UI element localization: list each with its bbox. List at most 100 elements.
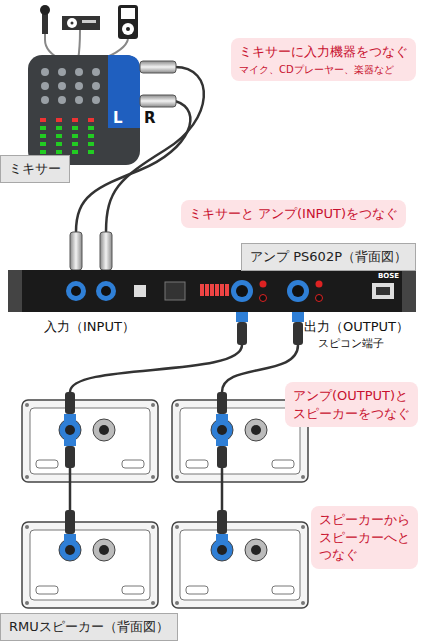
illustration-part (301, 475, 305, 479)
illustration-part (88, 134, 94, 138)
illustration-part (25, 525, 29, 529)
illustration-part (71, 22, 74, 25)
illustration-part (231, 280, 253, 302)
illustration-part (25, 403, 29, 407)
illustration-part (260, 295, 267, 302)
illustration-part (88, 150, 94, 154)
illustration-part (30, 530, 150, 600)
illustration-part (8, 270, 416, 312)
illustration-part (82, 20, 96, 23)
illustration-part (236, 312, 248, 322)
illustration-part (292, 312, 304, 322)
illustration-part (40, 118, 46, 122)
caption-box: アンプ PS602P（背面図） (241, 243, 416, 271)
illustration-part (70, 345, 242, 392)
illustration-part (72, 118, 78, 122)
illustration-part (245, 539, 267, 561)
illustration-part (58, 68, 66, 76)
illustration-part (151, 475, 155, 479)
illustration-part (210, 284, 214, 296)
illustration-part (99, 545, 109, 555)
illustration-part (41, 68, 100, 104)
callout-subtext: マイク、CDプレーヤー、楽器など (239, 63, 408, 77)
illustration-part (92, 68, 100, 76)
illustration-part (40, 142, 46, 146)
illustration-part (99, 425, 109, 435)
illustration-part (108, 55, 140, 128)
illustration-part (402, 270, 416, 312)
illustration-part (200, 284, 229, 296)
illustration-part (92, 82, 100, 90)
illustration-part (72, 134, 78, 138)
illustration-part (122, 23, 134, 35)
illustration-part (75, 82, 83, 90)
illustration-part (216, 414, 228, 422)
illustration-part (186, 586, 208, 594)
callout-box: スピーカーから スピーカーへと つなぐ (311, 506, 418, 569)
amplifier-rear (8, 270, 416, 312)
illustration-part (42, 12, 48, 34)
callout-box: ミキサーに入力機器をつなぐマイク、CDプレーヤー、楽器など (231, 38, 416, 81)
illustration-part (30, 408, 150, 474)
illustration-part (216, 438, 228, 446)
illustration-part (93, 539, 115, 561)
illustration-part (36, 586, 58, 594)
illustration-part (292, 285, 304, 297)
illustration-part (88, 126, 94, 130)
illustration-part (180, 408, 300, 474)
illustration-part (180, 530, 300, 600)
illustration-part (75, 96, 83, 104)
illustration-part (25, 475, 29, 479)
illustration-part (72, 142, 78, 146)
illustration-part (122, 460, 144, 468)
illustration-part (8, 270, 22, 312)
illustration-part (272, 460, 294, 468)
illustration-part (66, 281, 86, 301)
illustration-part (251, 545, 261, 555)
source-devices (40, 5, 138, 60)
callout-box: アンプ(OUTPUT)と スピーカーをつなぐ (285, 382, 418, 427)
illustration-part (237, 322, 247, 345)
illustration-part (245, 419, 267, 441)
rmu-speakers (22, 392, 308, 608)
illustration-part (92, 96, 100, 104)
callout-text: アンプ PS602P（背面図） (250, 248, 407, 266)
illustration-part (96, 281, 116, 301)
illustration-part (301, 601, 305, 605)
illustration-part (220, 284, 224, 296)
illustration-part (134, 285, 146, 297)
illustration-part (216, 534, 228, 542)
illustration-part (22, 522, 158, 608)
illustration-part (151, 601, 155, 605)
illustration-part (172, 522, 308, 608)
illustration-part (372, 283, 394, 299)
illustration-part (88, 142, 94, 146)
illustration-part (28, 55, 140, 165)
illustration-part (217, 392, 227, 414)
illustration-part (36, 460, 58, 468)
illustration-part (186, 460, 208, 468)
callout-text: ミキサーに入力機器をつなぐ (239, 43, 408, 61)
illustration-part (101, 286, 111, 296)
illustration-part (40, 150, 46, 154)
illustration-part (287, 280, 309, 302)
part-label: BOSE (378, 272, 399, 280)
illustration-part (72, 126, 78, 130)
illustration-part (65, 545, 75, 555)
illustration-part (316, 281, 323, 288)
illustration-part (72, 150, 78, 154)
illustration-part (40, 126, 46, 130)
illustration-part (64, 534, 76, 542)
illustration-part (62, 16, 100, 30)
callout-text: ミキサー (9, 160, 61, 178)
illustration-part (65, 510, 75, 534)
illustration-part (151, 525, 155, 529)
illustration-part (64, 438, 76, 446)
illustration-part (217, 425, 227, 435)
illustration-part (236, 285, 248, 297)
illustration-part (40, 5, 50, 15)
callout-box: ミキサーと アンプ(INPUT)をつなぐ (181, 200, 406, 228)
part-label: 出力（OUTPUT） (304, 318, 409, 336)
illustration-part (58, 82, 66, 90)
